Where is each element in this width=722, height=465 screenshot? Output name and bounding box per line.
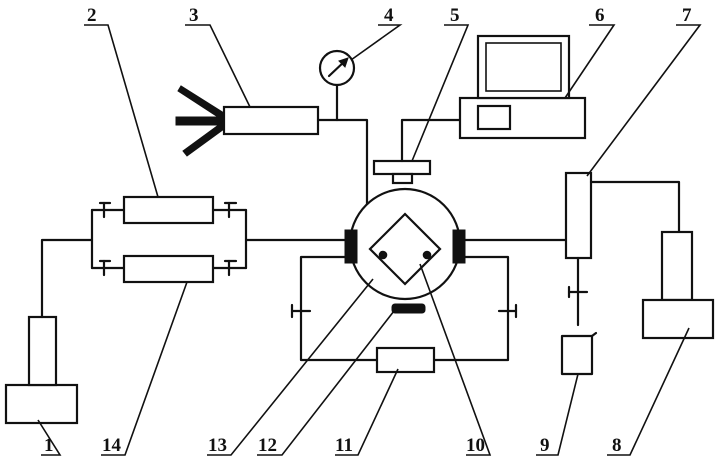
component-7-column bbox=[463, 171, 681, 327]
label-10: 10 bbox=[466, 435, 485, 456]
label-7: 7 bbox=[682, 5, 692, 26]
label-8: 8 bbox=[612, 435, 622, 456]
component-4-pressure-gauge bbox=[318, 49, 356, 122]
bypass-loop bbox=[290, 255, 518, 374]
label-3: 3 bbox=[189, 5, 199, 26]
component-14-filter bbox=[122, 254, 215, 284]
component-6-computer bbox=[458, 34, 587, 140]
label-1: 1 bbox=[44, 435, 54, 456]
label-5: 5 bbox=[450, 5, 460, 26]
number-labels: 1 2 3 4 5 6 7 8 9 10 11 12 13 14 bbox=[44, 5, 692, 456]
component-11-meter bbox=[375, 346, 436, 374]
component-8-pump bbox=[641, 230, 715, 340]
component-5-sensor bbox=[372, 118, 462, 185]
parallel-branch bbox=[90, 195, 347, 284]
label-6: 6 bbox=[595, 5, 605, 26]
label-11: 11 bbox=[335, 435, 353, 456]
component-3-gas-inlet bbox=[175, 85, 369, 207]
leader-lines bbox=[37, 24, 702, 456]
component-9-beaker bbox=[560, 331, 598, 376]
label-4: 4 bbox=[384, 5, 394, 26]
label-13: 13 bbox=[208, 435, 227, 456]
component-1-pump bbox=[4, 238, 94, 425]
cell-right-port bbox=[452, 229, 466, 264]
component-13-cell bbox=[344, 187, 466, 314]
label-2: 2 bbox=[87, 5, 97, 26]
cell-left-port bbox=[344, 229, 358, 264]
label-12: 12 bbox=[258, 435, 277, 456]
component-12-electrode bbox=[391, 303, 426, 314]
label-9: 9 bbox=[540, 435, 550, 456]
component-2-filter bbox=[122, 195, 215, 225]
component-10-sample bbox=[368, 212, 442, 286]
valve-marks bbox=[98, 201, 238, 277]
label-14: 14 bbox=[102, 435, 122, 456]
